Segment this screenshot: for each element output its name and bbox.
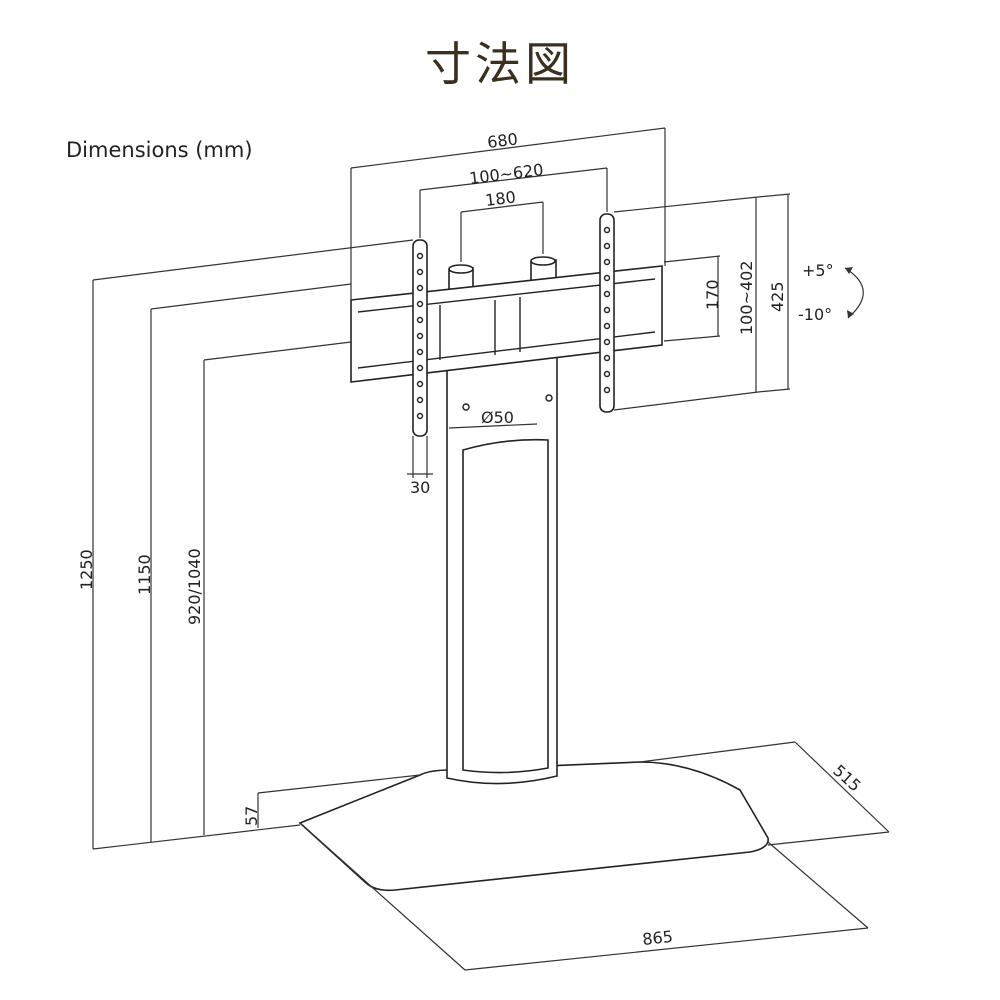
dim-170: 170 [663, 255, 722, 342]
dim-100-402: 100~402 [613, 196, 759, 411]
pole-right-top [530, 256, 556, 266]
label-1150: 1150 [135, 554, 154, 595]
column-cover [462, 438, 549, 774]
label-100-620: 100~620 [468, 160, 544, 188]
dim-920-1040: 920/1040 [185, 341, 352, 835]
dim-425: 425 [757, 193, 791, 393]
label-57: 57 [242, 806, 261, 826]
label-170: 170 [703, 279, 722, 310]
label-1250: 1250 [77, 549, 96, 590]
pole-left-top [448, 264, 474, 274]
label-515: 515 [829, 761, 864, 796]
dim-1150: 1150 [135, 283, 352, 842]
dim-1250: 1250 [77, 239, 414, 850]
tilt-indicator: +5° -10° [798, 261, 864, 324]
arm-holes [416, 226, 611, 420]
label-180: 180 [484, 187, 517, 210]
label-tilt-up: +5° [802, 261, 834, 280]
dim-30: 30 [407, 436, 433, 497]
label-100-402: 100~402 [737, 261, 756, 335]
dim-pole-diameter: Ø50 [448, 408, 538, 429]
column-hole-left [462, 403, 470, 411]
label-30: 30 [410, 478, 430, 497]
label-pole-diameter: Ø50 [481, 408, 514, 427]
dim-180: 180 [460, 187, 544, 262]
mount-frame-inner [357, 278, 656, 369]
base-plate [298, 761, 769, 892]
dim-680: 680 [350, 127, 666, 300]
label-680: 680 [486, 129, 519, 152]
label-920-1040: 920/1040 [185, 548, 204, 625]
dim-57: 57 [242, 774, 421, 828]
dim-865: 865 [299, 822, 869, 971]
dimensions-caption: Dimensions (mm) [66, 138, 253, 162]
mount-frame [350, 265, 663, 383]
label-tilt-down: -10° [798, 305, 832, 324]
column-hole-right [545, 394, 553, 402]
label-425: 425 [768, 281, 787, 312]
page-title: 寸法図 [425, 37, 575, 91]
label-865: 865 [641, 927, 673, 949]
